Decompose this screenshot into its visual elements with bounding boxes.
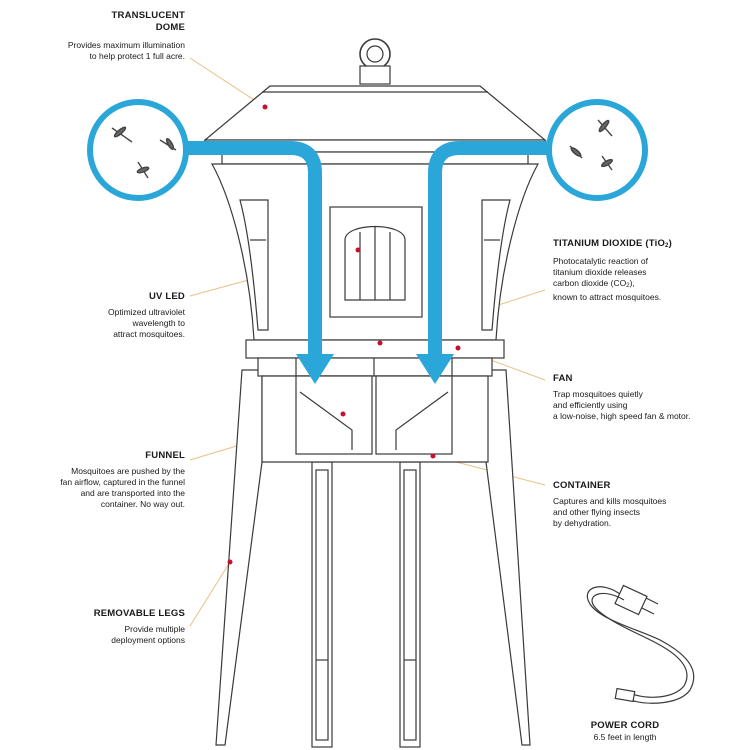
funnel-right: [375, 375, 453, 455]
marker-uv: [355, 247, 361, 253]
label-power-cord: POWER CORD 6.5 feet in length: [570, 720, 680, 743]
rear-leg-left: [311, 461, 333, 748]
arrowheads: [296, 354, 454, 384]
uv-heading: UV LED: [148, 291, 185, 302]
removable-legs: [215, 369, 531, 748]
fan-heading: FAN: [553, 373, 573, 384]
fan-housing: [257, 357, 493, 377]
translucent-dome: [203, 85, 547, 141]
container-heading: CONTAINER: [553, 480, 611, 491]
fan-text: Trap mosquitoes quietly and efficiently …: [553, 389, 691, 421]
airflow-arrows: [165, 141, 585, 360]
marker-titanium: [377, 340, 383, 346]
plug: [614, 584, 648, 616]
cord-heading: POWER CORD: [590, 720, 660, 731]
dome-text: Provides maximum illumination to help pr…: [67, 40, 185, 61]
marker-funnel: [340, 411, 346, 417]
funnel-text: Mosquitoes are pushed by the fan airflow…: [60, 466, 185, 509]
marker-container: [430, 453, 436, 459]
marker-legs: [227, 559, 233, 565]
insect-circle-right: [546, 99, 648, 201]
label-titanium: TITANIUM DIOXIDE (TiO2) Photocatalytic r…: [553, 238, 743, 303]
dome-heading: TRANSLUCENT DOME: [111, 10, 185, 33]
marker-dome: [262, 104, 268, 110]
label-funnel: FUNNEL Mosquitoes are pushed by the fan …: [20, 450, 185, 510]
funnel-heading: FUNNEL: [145, 450, 185, 461]
left-leg: [215, 369, 263, 746]
legs-text: Provide multiple deployment options: [111, 624, 185, 645]
airflow-arrow-left: [165, 141, 322, 360]
rear-leg-right: [399, 461, 421, 748]
leader-legs: [189, 561, 231, 627]
container-text: Captures and kills mosquitoes and other …: [553, 496, 667, 528]
uv-text: Optimized ultraviolet wavelength to attr…: [107, 307, 185, 339]
cord-text: 6.5 feet in length: [593, 732, 657, 742]
titanium-heading: TITANIUM DIOXIDE (TiO2): [553, 238, 672, 249]
label-container: CONTAINER Captures and kills mosquitoes …: [553, 480, 743, 529]
callout-markers: [227, 104, 461, 565]
legs-heading: REMOVABLE LEGS: [93, 608, 185, 619]
right-leg: [485, 369, 531, 746]
insect-circle-left: [87, 99, 189, 201]
label-uv-led: UV LED Optimized ultraviolet wavelength …: [20, 291, 185, 340]
leader-dome: [189, 57, 266, 108]
power-cord: [586, 584, 695, 704]
label-dome: TRANSLUCENT DOME Provides maximum illumi…: [20, 10, 185, 62]
hanging-ring: [359, 38, 391, 70]
marker-fan: [455, 345, 461, 351]
airflow-arrow-right: [428, 141, 585, 360]
label-legs: REMOVABLE LEGS Provide multiple deployme…: [20, 608, 185, 646]
titanium-text: Photocatalytic reaction of titanium diox…: [553, 256, 662, 302]
label-fan: FAN Trap mosquitoes quietly and efficien…: [553, 373, 743, 422]
funnel-left: [295, 375, 373, 455]
